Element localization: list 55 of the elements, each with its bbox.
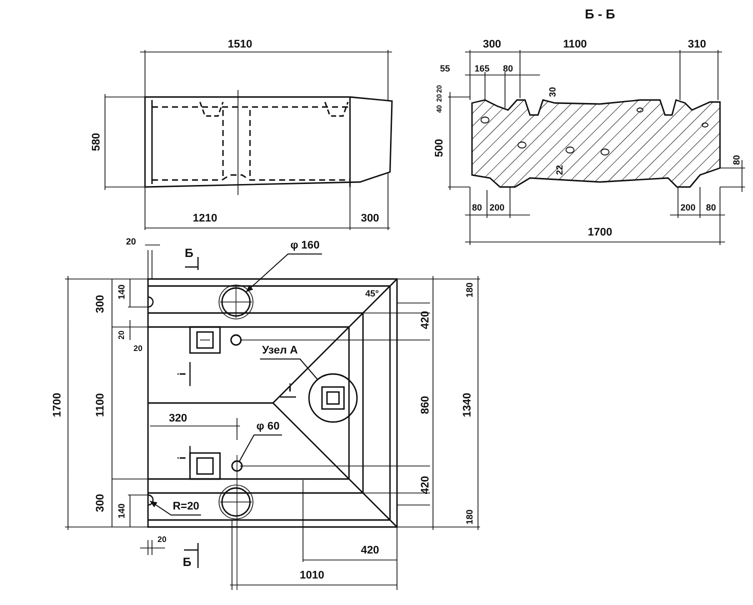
angle-label: 45° (365, 290, 379, 298)
dimension-label: 310 (688, 40, 706, 50)
dimension-label: 420 (360, 546, 380, 556)
dimension-label: 500 (434, 138, 446, 158)
dimension-label: 1340 (462, 392, 474, 418)
dimension-label: 320 (168, 414, 188, 424)
dimension-label: 1700 (52, 392, 64, 418)
dimension-label: 80 (706, 204, 716, 212)
dimension-label: 180 (466, 509, 474, 525)
section-title: Б - Б (584, 8, 616, 20)
dimension-label: 1510 (228, 40, 252, 50)
dimension-label: 20 (118, 330, 126, 340)
dimension-label: 22 (556, 165, 564, 175)
hole-circle (231, 460, 243, 472)
leader-line (246, 254, 322, 292)
section-label: Б (184, 247, 194, 259)
dimension-label: 55 (440, 64, 450, 74)
leader-line (150, 500, 202, 516)
section-label: Б (182, 556, 192, 568)
dimension-label: φ 160 (290, 240, 320, 252)
dimension-label: 420 (420, 476, 432, 494)
dimension-label: 180 (466, 282, 474, 298)
dimension-label: 300 (360, 214, 380, 224)
dimension-label: φ 60 (256, 422, 280, 432)
dimension-label: 1100 (563, 40, 587, 50)
detail-label: Узел А (262, 346, 298, 356)
dimension-label: 300 (96, 294, 106, 314)
dimension-label: 300 (96, 494, 106, 512)
slope-label: i (178, 372, 188, 376)
dimension-label: 1700 (588, 228, 612, 238)
dimension-label: 140 (118, 503, 126, 519)
dimension-label: 200 (680, 204, 696, 212)
dimension-label: 30 (548, 87, 558, 97)
dimension-label: 300 (482, 40, 502, 50)
hole-circle (221, 287, 251, 317)
dimension-label: 20 (158, 536, 166, 544)
leader-line (260, 358, 318, 380)
leader-line (238, 434, 282, 462)
dimension-label: 860 (420, 396, 432, 414)
dimension-label: 1100 (96, 393, 106, 417)
dimension-label: 80 (503, 64, 513, 74)
dimension-label: 80 (732, 155, 742, 165)
dimension-label: 420 (420, 310, 432, 330)
dimension-label: 80 (472, 204, 482, 212)
dimension-label: R=20 (172, 502, 200, 512)
detail-circle (308, 373, 358, 423)
dimension-label: 20 (126, 238, 136, 246)
dimension-label: 140 (118, 284, 126, 300)
slope-label: i (178, 456, 188, 460)
dimension-label: 1010 (300, 570, 324, 582)
dimension-label: 200 (489, 204, 505, 212)
dimension-label: 165 (474, 64, 490, 74)
dimension-label: 20 (134, 345, 142, 353)
dimension-label: 580 (92, 132, 102, 152)
dimension-label: 1210 (192, 214, 218, 224)
